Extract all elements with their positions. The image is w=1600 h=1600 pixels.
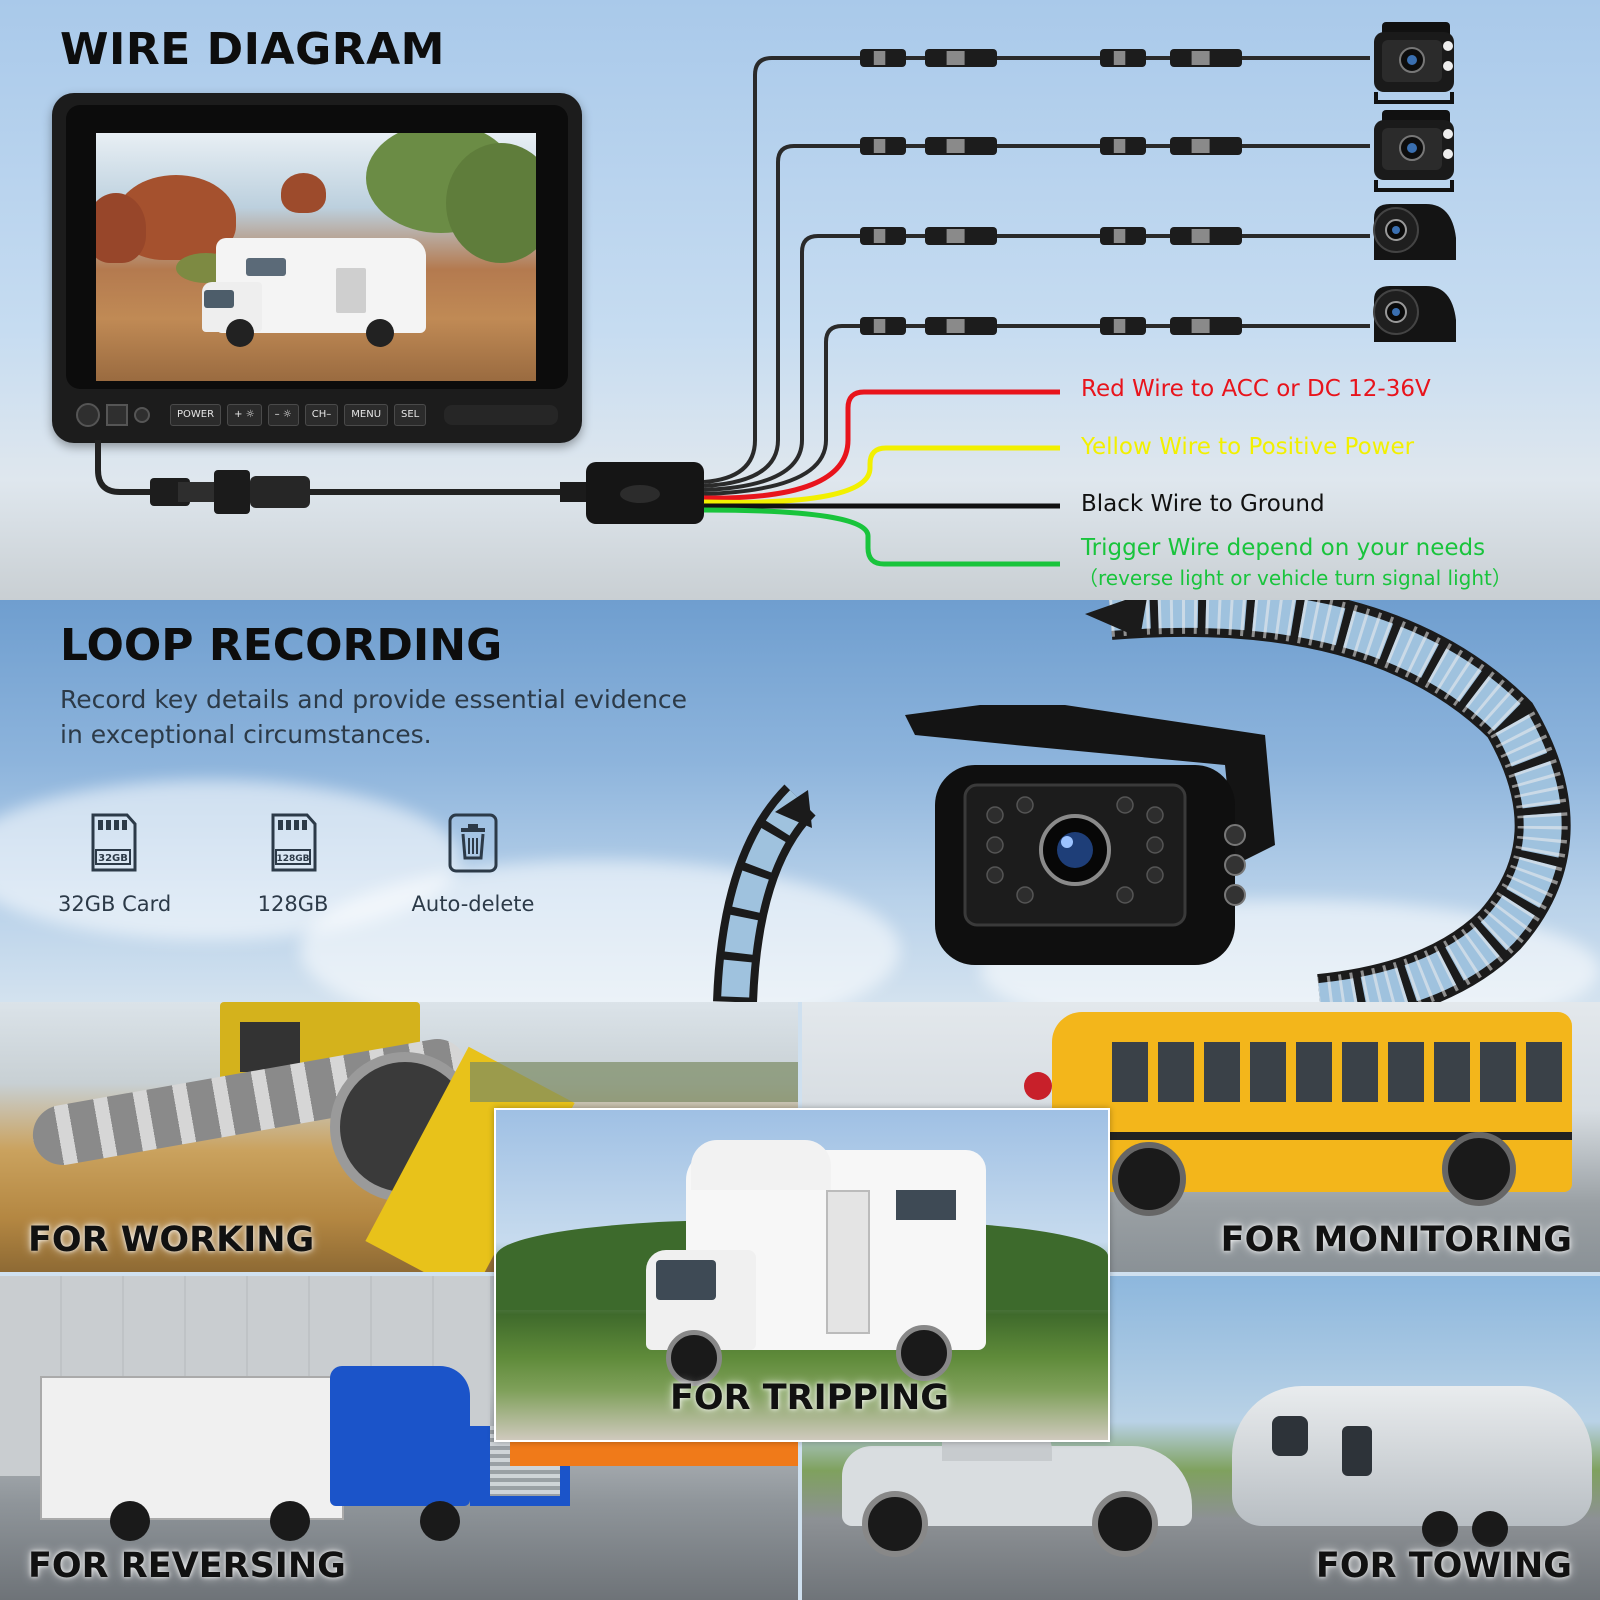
yellow-wire-label: Yellow Wire to Positive Power (1081, 434, 1415, 460)
brightness-down-button[interactable]: – ☼ (267, 404, 299, 426)
dome-camera-icon (1373, 204, 1456, 260)
trash-icon (448, 813, 498, 873)
connector-ring (946, 319, 965, 333)
menu-button[interactable]: MENU (344, 404, 389, 426)
connector-ring (1113, 319, 1126, 333)
use-case-caption: FOR MONITORING (1220, 1220, 1572, 1260)
use-case-caption: FOR TRIPPING (670, 1378, 949, 1418)
connector-ring (873, 229, 886, 243)
wiring-harness (95, 49, 1370, 567)
channel-button[interactable]: CH– (304, 404, 339, 426)
box-camera-icon (1374, 110, 1454, 192)
connector-ring (946, 51, 965, 65)
connector-ring (946, 229, 965, 243)
brightness-up-button[interactable]: + ☼ (227, 404, 262, 426)
select-button[interactable]: SEL (394, 404, 427, 426)
sd-card-icon: 128GB (271, 813, 317, 872)
monitor-button-row: POWER + ☼ – ☼ CH– MENU SEL (76, 401, 558, 429)
black-wire-label: Black Wire to Ground (1081, 491, 1325, 517)
svg-text:32GB: 32GB (98, 853, 128, 864)
card-slot (444, 405, 558, 425)
connector-ring (1191, 139, 1210, 153)
wire-diagram-title: WIRE DIAGRAM (60, 24, 445, 75)
connector-ring (873, 139, 886, 153)
connector-ring (1191, 51, 1210, 65)
connector-ring (1113, 229, 1126, 243)
feature-32gb: 32GB 32GB Card (58, 812, 172, 916)
feature-label: Auto-delete (411, 892, 535, 916)
red-wire-label: Red Wire to ACC or DC 12-36V (1081, 376, 1431, 402)
use-case-caption: FOR TOWING (1315, 1546, 1572, 1586)
connector-ring (873, 319, 886, 333)
connector-ring (1113, 139, 1126, 153)
led-indicator (134, 407, 150, 423)
trigger-wire-label: Trigger Wire depend on your needs (1081, 535, 1486, 561)
arrow-head (1085, 600, 1147, 638)
connector-ring (1191, 229, 1210, 243)
connector-ring (873, 51, 886, 65)
connector-ring (1191, 319, 1210, 333)
feature-label: 32GB Card (58, 892, 172, 916)
loop-recording-title: LOOP RECORDING (60, 620, 503, 671)
feature-label: 128GB (257, 892, 329, 916)
loop-recording-section: LOOP RECORDING Record key details and pr… (0, 600, 1600, 1002)
svg-text:128GB: 128GB (276, 854, 309, 864)
film-strip-loop (713, 600, 1571, 1002)
sensor-window (106, 404, 128, 426)
monitor-screen (96, 133, 536, 381)
connector-ring (1113, 51, 1126, 65)
power-button[interactable]: POWER (170, 404, 222, 426)
trigger-wire-note: （reverse light or vehicle turn signal li… (1078, 566, 1512, 590)
rear-view-camera-image (905, 705, 1275, 965)
sd-card-icon: 32GB (91, 813, 137, 872)
use-case-caption: FOR WORKING (28, 1220, 315, 1260)
connector-ring (946, 139, 965, 153)
box-camera-icon (1374, 22, 1454, 104)
feature-128gb: 128GB 128GB (248, 812, 338, 916)
mic-hole (76, 403, 100, 427)
loop-recording-description: Record key details and provide essential… (60, 685, 688, 749)
monitor-device: POWER + ☼ – ☼ CH– MENU SEL (52, 93, 582, 443)
dome-camera-icon (1373, 286, 1456, 342)
use-case-tripping: FOR TRIPPING (494, 1108, 1110, 1442)
camper-van-image (202, 238, 426, 347)
wire-diagram-section: WIRE DIAGRAM (0, 0, 1600, 600)
use-case-caption: FOR REVERSING (28, 1546, 346, 1586)
feature-auto-delete: Auto-delete (408, 812, 538, 916)
